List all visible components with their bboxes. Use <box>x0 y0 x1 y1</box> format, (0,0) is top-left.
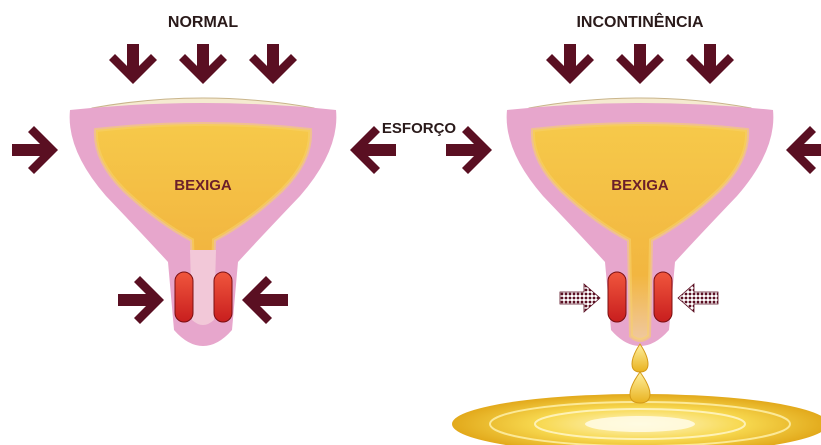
dotted-arrow-icon <box>678 284 718 312</box>
down-arrow-icon <box>616 44 664 84</box>
bladder-label-normal: BEXIGA <box>174 177 232 194</box>
down-arrow-icon <box>686 44 734 84</box>
sphincter-left <box>608 272 626 322</box>
down-arrow-icon <box>179 44 227 84</box>
sphincter-left <box>175 272 193 322</box>
bladder-label-incontinence: BEXIGA <box>611 177 669 194</box>
down-arrow-icon <box>109 44 157 84</box>
dotted-arrow-icon <box>560 284 600 312</box>
left-arrow-icon <box>786 126 821 174</box>
bladder-normal <box>70 98 337 346</box>
sphincter-right <box>214 272 232 322</box>
drop-icon <box>630 372 650 403</box>
sphincter-right <box>654 272 672 322</box>
normal-title: NORMAL <box>168 14 238 31</box>
effort-label: ESFORÇO <box>382 120 457 137</box>
right-arrow-icon <box>118 276 164 324</box>
incontinence-title: INCONTINÊNCIA <box>576 12 704 31</box>
drop-icon <box>632 344 648 372</box>
bladder-incontinence <box>507 98 774 346</box>
down-arrow-icon <box>546 44 594 84</box>
right-arrow-icon <box>12 126 58 174</box>
down-arrow-icon <box>249 44 297 84</box>
left-arrow-icon <box>242 276 288 324</box>
